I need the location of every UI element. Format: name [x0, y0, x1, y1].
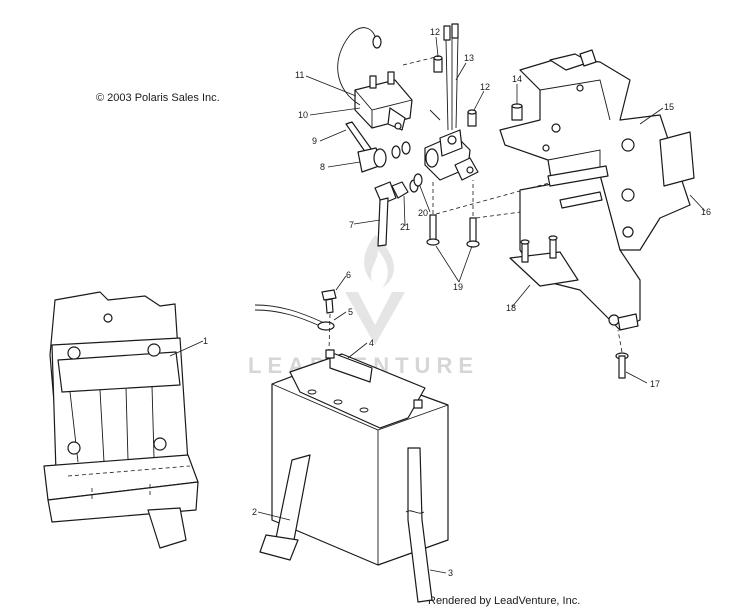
callout-4: 4 [369, 338, 374, 348]
callout-11: 11 [295, 70, 304, 80]
callout-6: 6 [346, 270, 351, 280]
callout-17: 17 [650, 379, 660, 389]
rendered-by-text: Rendered by LeadVenture, Inc. [428, 595, 581, 607]
rivet-guide [617, 329, 623, 353]
cable-boot [374, 181, 397, 247]
solenoid-wire [337, 27, 377, 106]
bolt-guides [432, 180, 474, 216]
pad-16 [659, 131, 695, 187]
battery-box [43, 291, 199, 549]
guide-1 [402, 55, 441, 66]
callout-3: 3 [448, 568, 453, 578]
callout-20: 20 [418, 208, 428, 218]
callout-7: 7 [349, 220, 354, 230]
bolts-19 [426, 214, 480, 248]
battery-cable [254, 304, 323, 323]
callout-12-upper: 12 [430, 27, 440, 37]
rivet-17 [615, 352, 629, 379]
copyright-text: © 2003 Polaris Sales Inc. [96, 92, 220, 104]
callout-2: 2 [252, 507, 257, 517]
callout-15: 15 [664, 102, 674, 112]
callout-10: 10 [298, 110, 308, 120]
washer-upper-2 [401, 141, 411, 155]
callout-8: 8 [320, 162, 325, 172]
callout-9: 9 [312, 136, 317, 146]
sleeve-12-upper [433, 55, 443, 73]
callout-19: 19 [453, 282, 463, 292]
callout-13: 13 [464, 53, 474, 63]
leader-lines [169, 36, 706, 574]
terminal-ring [317, 321, 335, 331]
guide-3 [435, 179, 561, 215]
mounting-bracket [499, 49, 691, 331]
battery [271, 349, 449, 566]
grommet-14 [511, 103, 523, 121]
starter-relay [424, 23, 479, 181]
washer-20 [413, 173, 423, 187]
watermark-logo [345, 235, 405, 345]
callout-5: 5 [348, 307, 353, 317]
bolt-path [328, 313, 331, 351]
callout-21: 21 [400, 222, 410, 232]
callouts: 1 2 3 4 5 6 7 8 9 10 11 12 12 13 14 15 1… [203, 27, 711, 578]
callout-1: 1 [203, 336, 208, 346]
terminal-boot [357, 147, 387, 173]
terminal-bolt [321, 289, 337, 314]
solenoid [354, 71, 413, 131]
callout-12-lower: 12 [480, 82, 490, 92]
sleeve-12-lower [467, 109, 477, 127]
callout-18: 18 [506, 303, 516, 313]
wire-lead [345, 121, 373, 154]
wire-connector [372, 35, 382, 49]
battery-cable-edge [254, 309, 321, 327]
callout-14: 14 [512, 74, 522, 84]
callout-16: 16 [701, 207, 711, 217]
vent-tube [405, 447, 433, 603]
washer-upper [391, 145, 401, 159]
